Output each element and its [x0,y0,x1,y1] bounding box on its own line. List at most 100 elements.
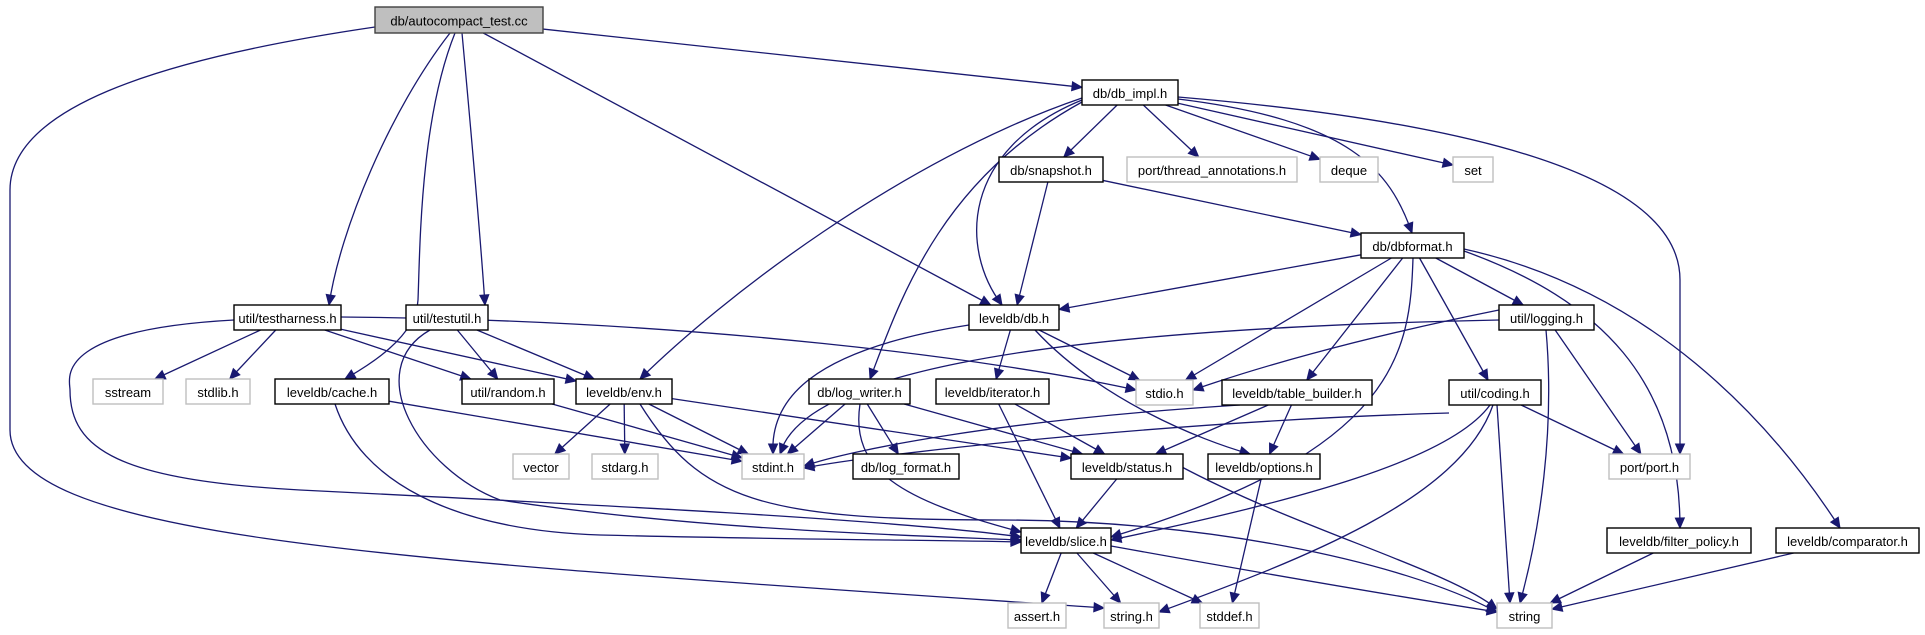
node-box [1126,156,1298,183]
node-label: port/port.h [1620,460,1679,475]
node-box[interactable] [1081,79,1179,106]
node-box[interactable] [998,156,1104,183]
node-set: set [1452,156,1494,183]
edge-db-impl-to-dbformat-arrowhead [1403,221,1414,235]
edge-db-impl-to-thread-annotations-arrowhead [1187,145,1200,158]
node-autocompact-test[interactable]: db/autocompact_test.cc [374,6,544,34]
node-testharness[interactable]: util/testharness.h [233,304,342,331]
node-testutil[interactable]: util/testutil.h [405,304,489,331]
node-logging[interactable]: util/logging.h [1498,304,1595,331]
edge-autocompact-test-to-leveldb-db [482,32,991,306]
edge-env-to-stdarg-arrowhead [619,443,630,456]
node-box[interactable] [1606,527,1752,554]
node-label: util/random.h [470,385,545,400]
node-label: leveldb/table_builder.h [1232,386,1361,401]
node-assert: assert.h [1007,602,1067,629]
node-label: stdarg.h [602,460,649,475]
edge-coding-to-string-arrowhead [1504,592,1515,605]
edge-table-builder-to-status [1155,404,1269,455]
node-label: db/log_writer.h [817,385,902,400]
edge-env-to-status [671,398,1072,459]
edge-iterator-to-slice [998,403,1061,529]
edge-db-impl-to-set-arrowhead [1441,157,1455,168]
edge-slice-to-string-h-arrowhead [1109,591,1122,604]
node-box[interactable] [1448,379,1542,406]
edge-status-to-slice-arrowhead [1075,516,1088,529]
node-box[interactable] [852,453,960,480]
node-cache[interactable]: leveldb/cache.h [274,378,390,405]
edge-testharness-to-stdlib [229,329,277,380]
edge-autocompact-test-to-leveldb-db-arrowhead [978,295,992,306]
node-box[interactable] [575,378,673,405]
node-leveldb-db[interactable]: leveldb/db.h [968,304,1060,331]
edge-coding-to-string [1496,404,1511,604]
node-label: stddef.h [1206,609,1252,624]
node-log-writer[interactable]: db/log_writer.h [808,378,911,405]
edge-dbformat-to-table-builder [1306,257,1404,381]
node-iterator[interactable]: leveldb/iterator.h [935,378,1050,405]
edge-dbformat-to-coding-arrowhead [1478,368,1489,382]
node-box[interactable] [1360,232,1465,259]
node-random[interactable]: util/random.h [461,378,555,405]
edge-testharness-to-sstream-arrowhead [153,369,167,380]
node-filter-policy[interactable]: leveldb/filter_policy.h [1606,527,1752,554]
node-box[interactable] [274,378,390,405]
edge-iterator-to-slice-arrowhead [1050,516,1061,530]
node-table-builder[interactable]: leveldb/table_builder.h [1221,379,1373,406]
node-box[interactable] [405,304,489,331]
node-box [1135,379,1194,406]
node-label: set [1464,163,1482,178]
node-box[interactable] [374,6,544,34]
edge-db-impl-to-snapshot-arrowhead [1062,145,1076,158]
node-env[interactable]: leveldb/env.h [575,378,673,405]
edge-logging-to-port [1554,329,1642,455]
node-status[interactable]: leveldb/status.h [1070,453,1184,480]
node-sstream: sstream [92,378,164,405]
edge-slice-to-stddef-arrowhead [1190,593,1204,604]
node-comparator[interactable]: leveldb/comparator.h [1775,527,1920,554]
node-box[interactable] [1207,453,1321,480]
edges-layer [9,26,1841,616]
edge-leveldb-db-to-options [1034,329,1251,455]
node-dbformat[interactable]: db/dbformat.h [1360,232,1465,259]
node-box[interactable] [808,378,911,405]
edge-testutil-to-env [476,329,595,380]
edge-logging-to-string-arrowhead [1517,591,1528,605]
edge-db-impl-to-leveldb-db [976,99,1083,306]
node-box[interactable] [1070,453,1184,480]
node-box[interactable] [461,378,555,405]
edge-testutil-to-random-arrowhead [486,367,499,380]
node-box[interactable] [1775,527,1920,554]
edge-snapshot-to-dbformat-arrowhead [1349,227,1363,238]
node-box [1007,602,1067,629]
edge-env-to-string [639,403,1498,613]
edge-leveldb-db-to-stdint-arrowhead [767,443,779,456]
node-box[interactable] [1020,527,1112,554]
node-snapshot[interactable]: db/snapshot.h [998,156,1104,183]
node-label: leveldb/status.h [1082,460,1172,475]
node-options[interactable]: leveldb/options.h [1207,453,1321,480]
node-stdlib: stdlib.h [185,378,251,405]
edge-coding-to-slice-arrowhead [1109,532,1123,543]
node-box[interactable] [233,304,342,331]
edge-testharness-to-stdio-arrowhead [1124,382,1138,393]
node-stdio: stdio.h [1135,379,1194,406]
node-slice[interactable]: leveldb/slice.h [1020,527,1112,554]
edge-testharness-to-stdlib-arrowhead [228,367,241,380]
edge-status-to-slice [1075,478,1118,529]
node-box[interactable] [935,378,1050,405]
edge-testutil-to-random [456,329,499,380]
node-thread-annotations: port/thread_annotations.h [1126,156,1298,183]
node-label: leveldb/slice.h [1025,534,1107,549]
edge-autocompact-test-to-testutil-arrowhead [479,294,490,307]
edge-coding-to-slice [1110,404,1491,541]
edge-env-to-vector [554,403,611,455]
node-box[interactable] [1498,304,1595,331]
node-string-h: string.h [1103,602,1160,629]
node-box[interactable] [968,304,1060,331]
node-coding[interactable]: util/coding.h [1448,379,1542,406]
node-log-format[interactable]: db/log_format.h [852,453,960,480]
node-label: db/log_format.h [861,460,951,475]
node-box[interactable] [1221,379,1373,406]
node-db-impl[interactable]: db/db_impl.h [1081,79,1179,106]
